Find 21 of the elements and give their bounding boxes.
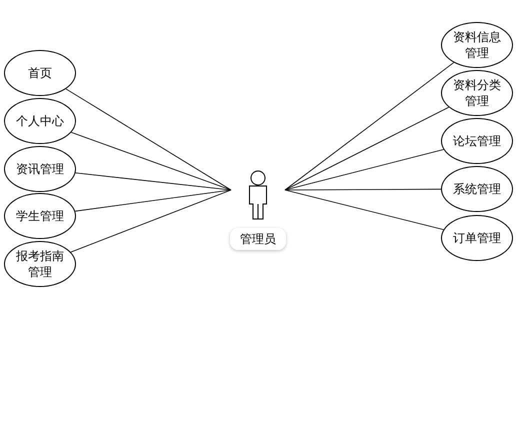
association-line	[74, 190, 232, 212]
use-case-ellipse: 论坛管理	[441, 118, 513, 164]
association-line	[284, 149, 444, 190]
use-case-ellipse: 资料分类管理	[441, 70, 513, 116]
use-case-ellipse: 系统管理	[441, 166, 513, 212]
association-line	[284, 106, 450, 190]
association-line	[284, 188, 442, 190]
use-case-ellipse: 首页	[4, 50, 76, 96]
association-line	[70, 132, 232, 190]
association-line	[284, 190, 444, 230]
use-case-ellipse: 报考指南管理	[4, 241, 76, 287]
association-line	[66, 88, 232, 190]
association-line	[75, 172, 232, 190]
use-case-ellipse: 资料信息管理	[441, 22, 513, 68]
use-case-ellipse: 订单管理	[441, 215, 513, 261]
use-case-ellipse: 学生管理	[4, 193, 76, 239]
actor-label: 管理员	[230, 228, 286, 250]
use-case-ellipse: 个人中心	[4, 98, 76, 144]
association-line	[70, 190, 232, 252]
use-case-ellipse: 资讯管理	[4, 146, 76, 192]
association-line	[284, 62, 454, 190]
